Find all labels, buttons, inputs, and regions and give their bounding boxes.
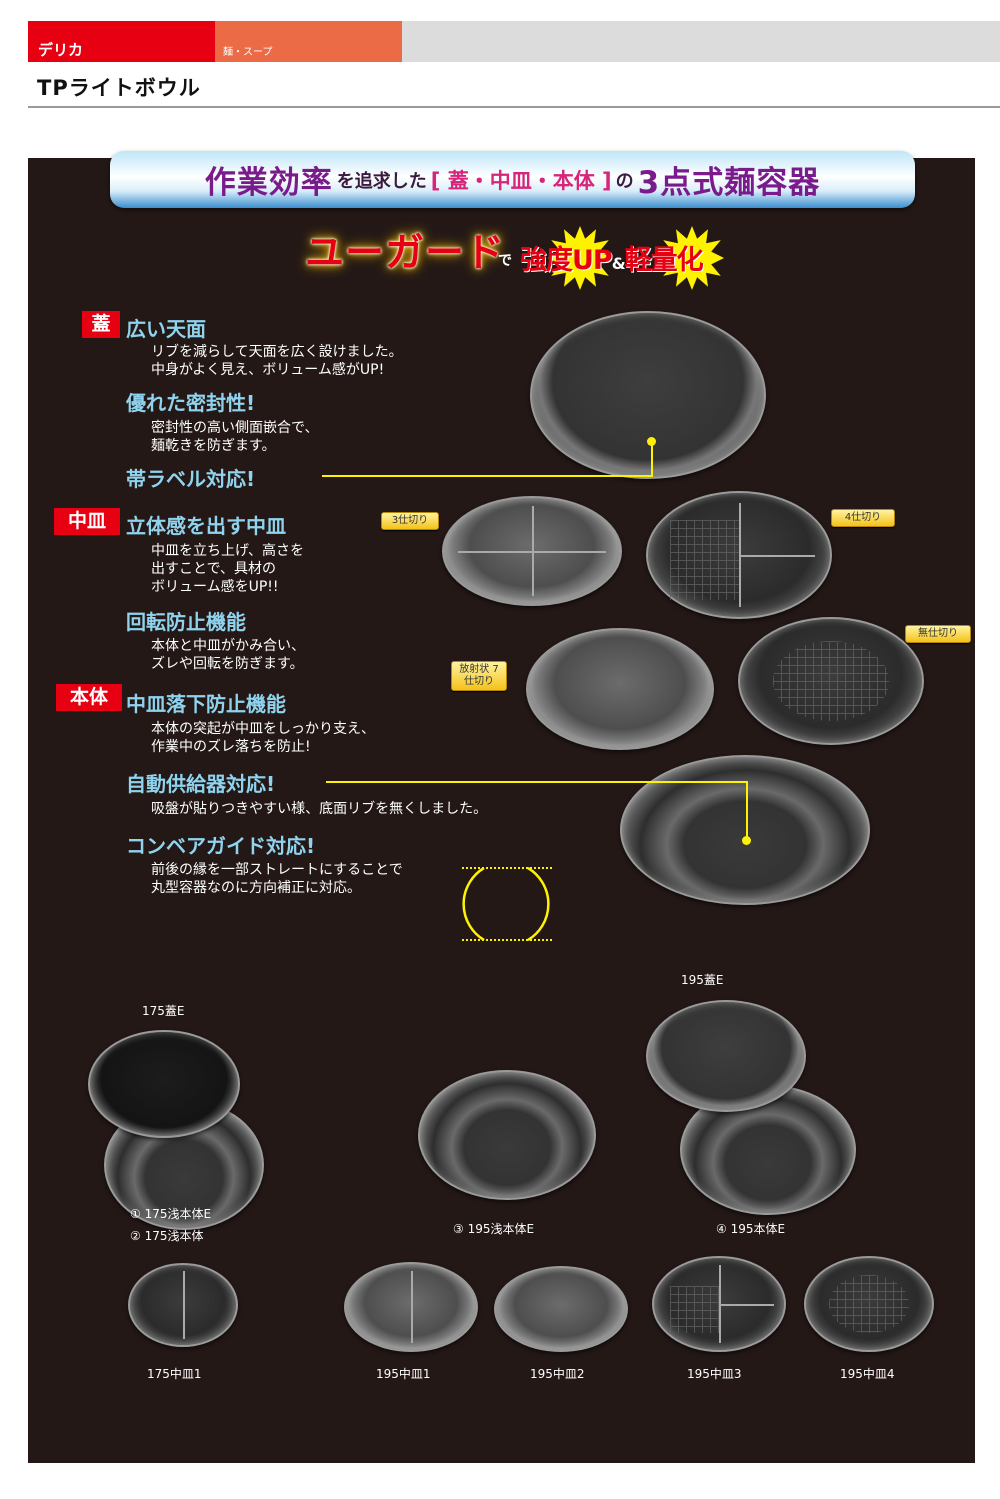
page-title: TPライトボウル: [37, 76, 201, 100]
tray-label: 195中皿3: [687, 1367, 742, 1381]
badge-3-partition: 3仕切り: [381, 512, 439, 530]
tray-label: 195中皿2: [530, 1367, 585, 1381]
tray-radial-illustration: [526, 628, 714, 750]
tray-label: 175中皿1: [147, 1367, 202, 1381]
product-label-lid-175: 175蓋E: [142, 1004, 185, 1018]
claim-amp: &: [611, 254, 626, 273]
partition-line: [719, 1304, 774, 1306]
uguard-claims: 強度UP&軽量化: [520, 238, 704, 277]
tray-no-partition-illustration: [738, 617, 924, 745]
product-label-body-195-shallow: ③ 195浅本体E: [453, 1222, 535, 1236]
feature-heading: 帯ラベル対応!: [126, 467, 256, 491]
lid-195-illustration: [646, 1000, 806, 1112]
category-header: デリカ 麺・スープ: [28, 21, 1000, 62]
product-label-body-195: ④ 195本体E: [716, 1222, 786, 1236]
banner-pursue: を追求した: [336, 170, 427, 192]
bowl-illustration: [620, 755, 870, 905]
tag-lid: 蓋: [82, 311, 120, 338]
lid-illustration: [530, 311, 766, 479]
banner-efficiency: 作業効率: [204, 165, 333, 201]
banner-no: の: [615, 170, 634, 192]
callout-line: [322, 475, 652, 477]
badge-radial-partition: 放射状 7仕切り: [451, 661, 507, 691]
tray-175-1-illustration: [128, 1263, 238, 1347]
grid-pattern: [828, 1274, 910, 1334]
lid-175-illustration: [88, 1030, 240, 1138]
partition-line: [411, 1270, 413, 1344]
banner-product-type: 3点式麺容器: [637, 165, 821, 201]
callout-dot-icon: [647, 437, 656, 446]
feature-heading: 立体感を出す中皿: [126, 514, 286, 538]
uguard-logo: ユーガード: [305, 231, 506, 276]
tag-tray: 中皿: [54, 508, 120, 535]
claim-strength: 強度UP: [520, 245, 613, 276]
grid-pattern: [772, 641, 890, 721]
feature-body: 吸盤が貼りつきやすい様、底面リブを無くしました。: [151, 801, 488, 817]
title-divider: [28, 106, 1000, 108]
badge-no-partition: 無仕切り: [905, 625, 971, 643]
feature-heading: 回転防止機能: [126, 610, 246, 634]
product-label-lid-195: 195蓋E: [681, 973, 724, 987]
tray-4-partition-illustration: [646, 491, 832, 619]
feature-body: リブを減らして天面を広く設けました。 中身がよく見え、ボリューム感がUP!: [151, 344, 403, 378]
partition-line: [739, 555, 816, 557]
grid-pattern: [669, 1285, 719, 1334]
headline-banner: 作業効率 を追求した [ 蓋・中皿・本体 ] の 3点式麺容器: [110, 151, 915, 208]
feature-body: 本体と中皿がかみ合い、 ズレや回転を防ぎます。: [151, 638, 305, 672]
header-filler: [402, 21, 1000, 62]
body-195-shallow-illustration: [418, 1070, 596, 1200]
feature-heading: コンベアガイド対応!: [126, 834, 316, 858]
feature-body: 前後の縁を一部ストレートにすることで 丸型容器なのに方向補正に対応。: [151, 862, 403, 896]
partition-line: [458, 551, 606, 553]
tray-label: 195中皿4: [840, 1367, 895, 1381]
feature-heading: 自動供給器対応!: [126, 772, 276, 796]
feature-body: 本体の突起が中皿をしっかり支え、 作業中のズレ落ちを防止!: [151, 721, 375, 755]
tray-195-3-illustration: [652, 1256, 786, 1352]
callout-line: [651, 441, 653, 477]
tray-195-2-illustration: [494, 1266, 628, 1352]
tray-label: 195中皿1: [376, 1367, 431, 1381]
tag-body: 本体: [56, 684, 122, 711]
uguard-connector: で: [498, 253, 512, 269]
feature-heading: 優れた密封性!: [126, 391, 256, 415]
callout-line: [326, 781, 746, 783]
feature-body: 密封性の高い側面嵌合で、 麺乾きを防ぎます。: [151, 420, 319, 454]
callout-line: [746, 781, 748, 839]
tray-195-1-illustration: [344, 1262, 478, 1352]
badge-4-partition: 4仕切り: [831, 509, 895, 527]
grid-pattern: [669, 520, 739, 600]
conveyor-guide-icon: [462, 866, 552, 942]
feature-heading: 広い天面: [126, 317, 206, 341]
banner-components: [ 蓋・中皿・本体 ]: [430, 168, 612, 193]
tray-195-4-illustration: [804, 1256, 934, 1352]
tray-3-partition-illustration: [442, 496, 622, 606]
product-label-body-175: ① 175浅本体E ② 175浅本体: [130, 1207, 212, 1243]
partition-line: [183, 1271, 185, 1339]
feature-body: 中皿を立ち上げ、高さを 出すことで、具材の ボリューム感をUP!!: [151, 543, 305, 595]
category-label: デリカ: [28, 21, 215, 62]
claim-lightweight: 軽量化: [624, 245, 704, 276]
feature-heading: 中皿落下防止機能: [126, 692, 286, 716]
subcategory-label: 麺・スープ: [215, 21, 402, 62]
callout-dot-icon: [742, 836, 751, 845]
